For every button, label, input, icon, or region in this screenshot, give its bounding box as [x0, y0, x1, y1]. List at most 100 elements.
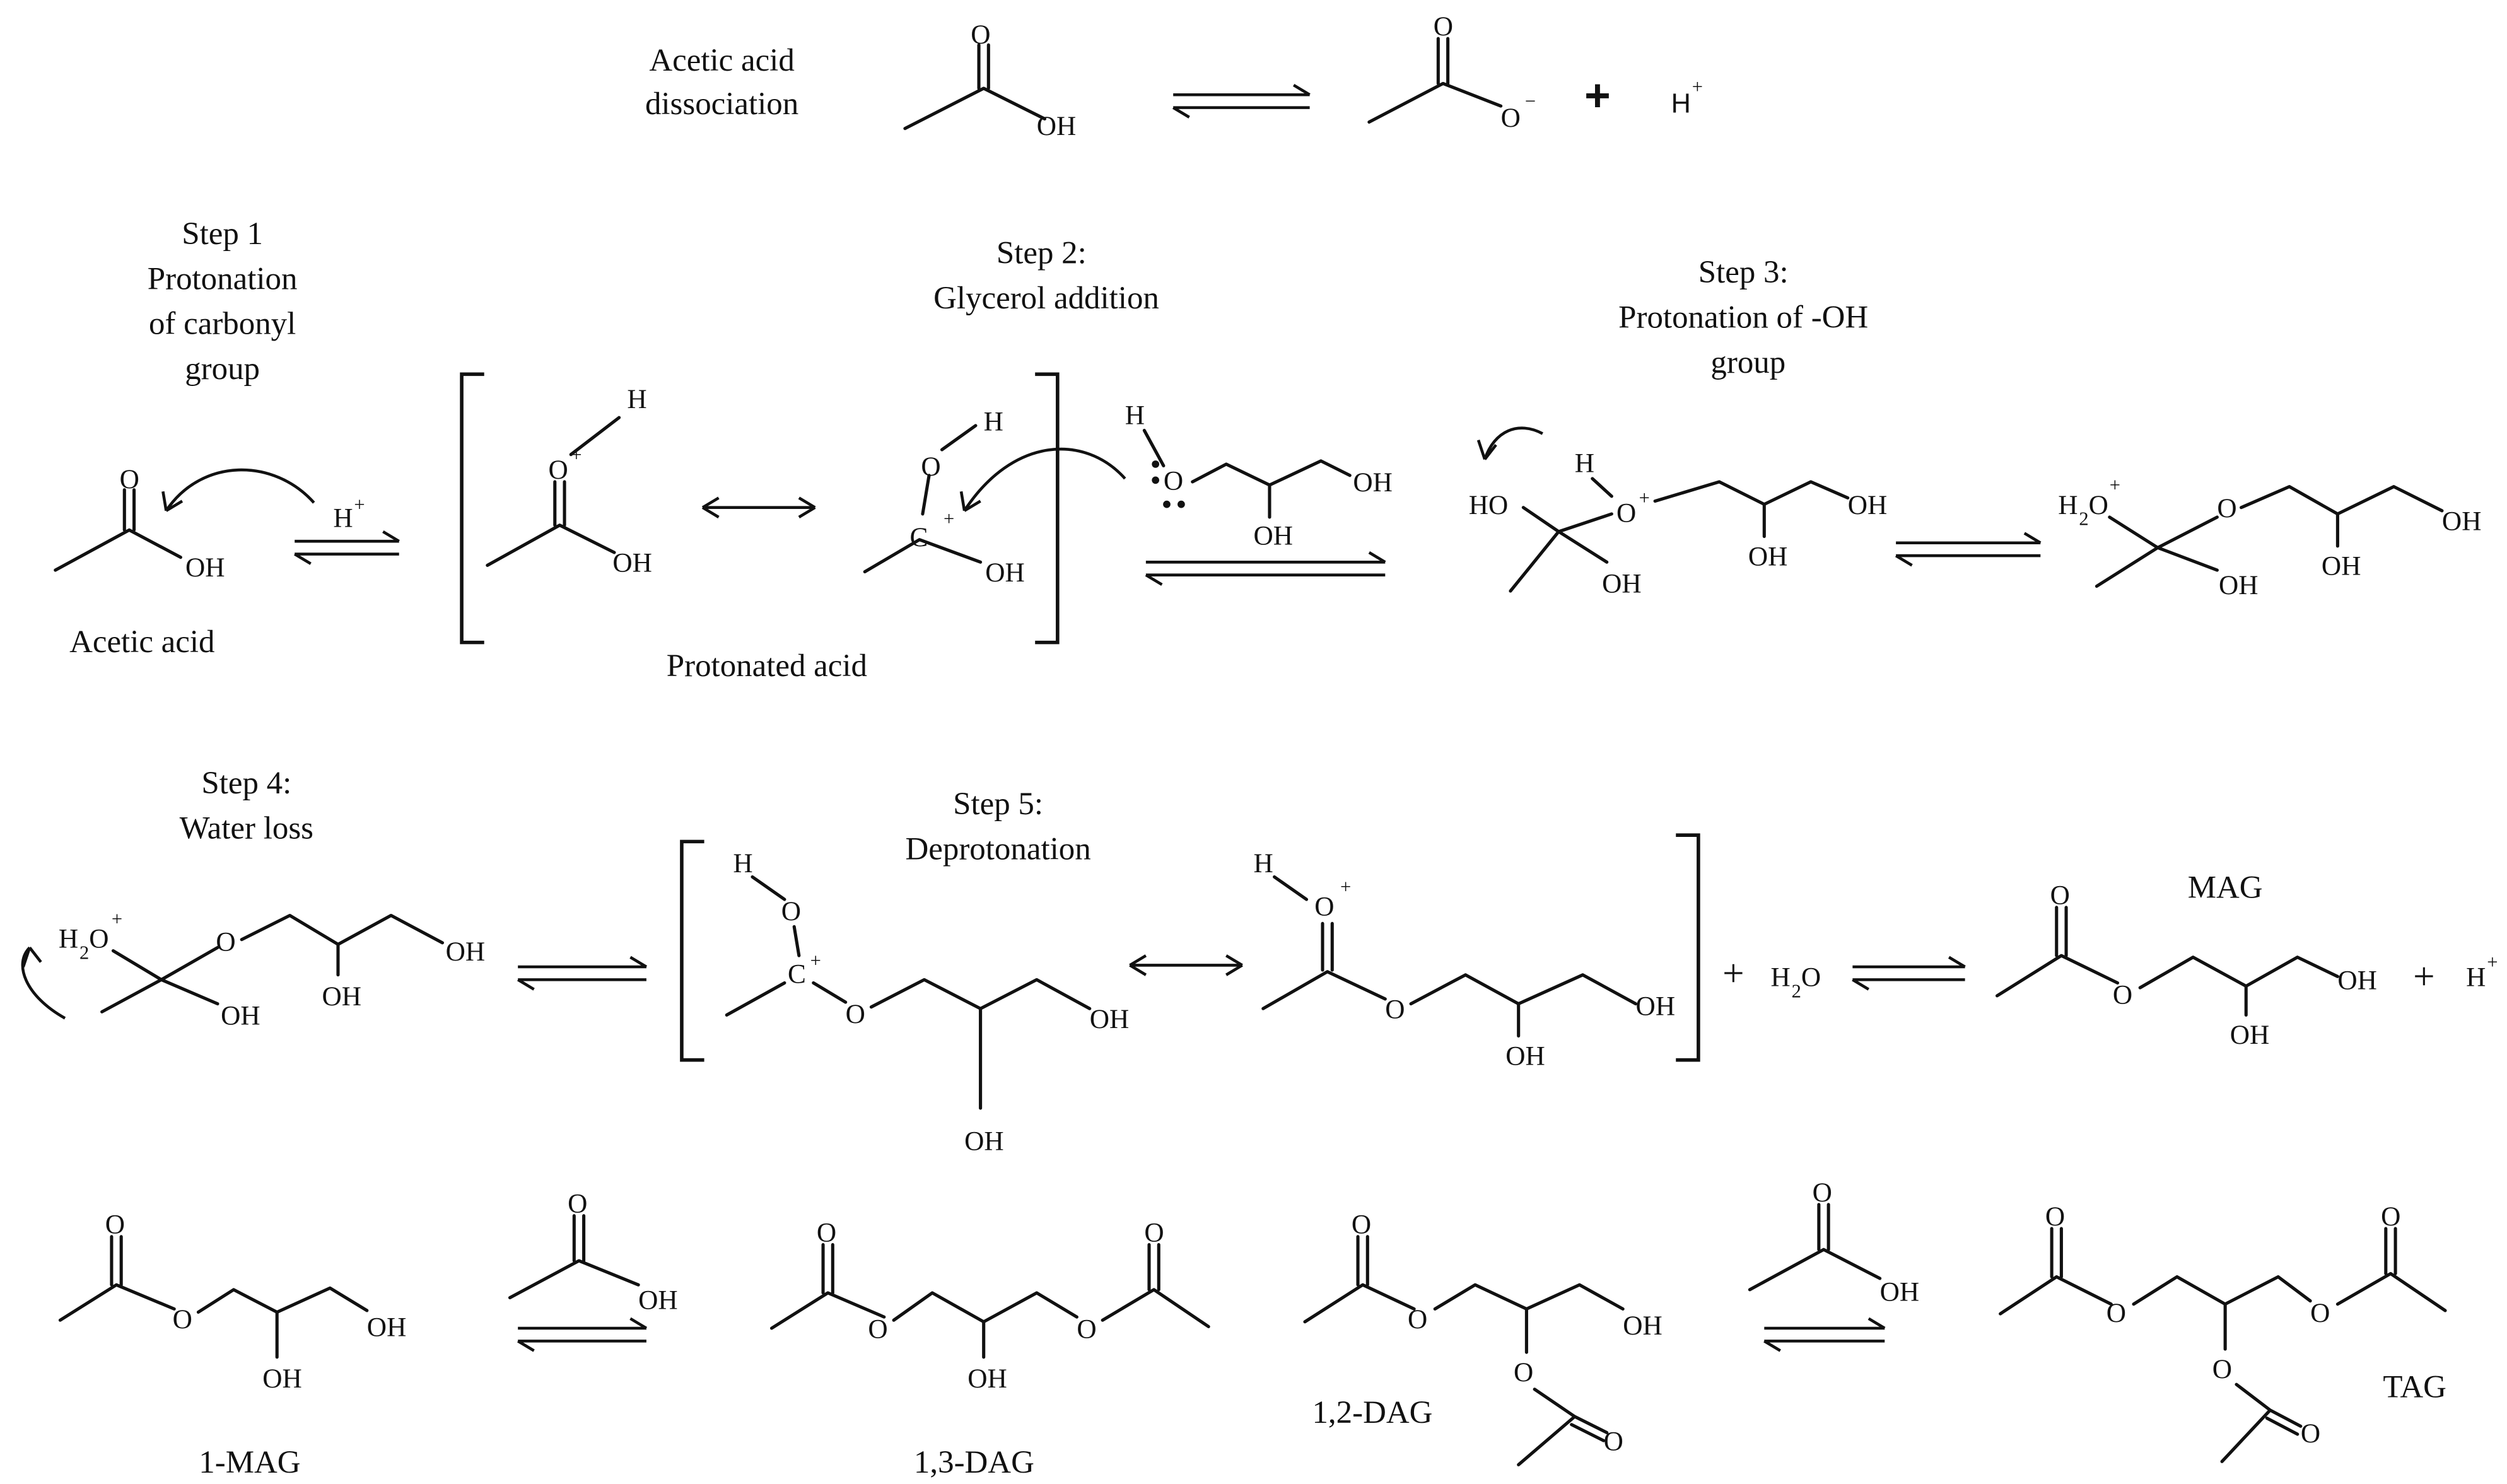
caption-step3: Step 3: Protonation of -OH group [1618, 255, 1868, 380]
atom-oh: OH [185, 552, 225, 583]
atom-oh: OH [1623, 1311, 1663, 1341]
tag-molecule: O O O O O O [1999, 1201, 2447, 1463]
bracket-right [1035, 372, 1060, 645]
charge-plus: + [112, 908, 122, 930]
atom-oh: OH [1748, 541, 1788, 571]
caption-line: Step 2: [996, 236, 1087, 271]
atom-h: H [333, 503, 353, 533]
atom-h: H [627, 384, 646, 414]
equilibrium-arrow [1763, 1317, 1886, 1352]
bracket-left [680, 839, 704, 1062]
equilibrium-arrow [1895, 532, 2042, 567]
equilibrium-arrow [1145, 551, 1386, 586]
caption-line: Deprotonation [906, 831, 1091, 867]
equilibrium-arrow [294, 530, 400, 565]
atom-h: H [59, 923, 78, 954]
equilibrium-arrow [1172, 84, 1311, 119]
caption-line: Glycerol addition [933, 281, 1159, 316]
resonance-arrow [1129, 954, 1243, 976]
atom-o: O [1385, 995, 1405, 1025]
atom-o: O [2050, 880, 2070, 911]
one-three-dag-molecule: O O OH O O [769, 1217, 1210, 1394]
atom-c: C [910, 522, 928, 552]
subscript-2: 2 [2079, 508, 2088, 530]
atom-oh: OH [964, 1126, 1004, 1156]
caption-step4: Step 4: Water loss [180, 766, 313, 846]
protonated-acid-resonance-2: O H C + OH [863, 406, 1126, 588]
label-mag: MAG [2188, 870, 2263, 906]
water-molecule: H 2 O [1770, 962, 1821, 1002]
caption-step1: Step 1 Protonation of carbonyl group [148, 216, 298, 387]
atom-oh: OH [2442, 506, 2482, 536]
atom-o: O [2089, 490, 2108, 520]
caption-step5: Step 5: Deprotonation [906, 786, 1091, 867]
equilibrium-arrow [517, 1317, 648, 1352]
atom-o: O [1501, 103, 1521, 133]
label-1-2-dag: 1,2-DAG [1312, 1395, 1432, 1430]
subscript-2: 2 [79, 942, 89, 963]
proton: H + [2466, 952, 2498, 993]
atom-oh: OH [1090, 1004, 1130, 1034]
atom-oh: OH [1505, 1041, 1545, 1071]
atom-oh: OH [1353, 467, 1393, 498]
charge-plus: + [2110, 474, 2120, 496]
atom-oh: OH [1037, 111, 1077, 141]
atom-oh: OH [1880, 1277, 1920, 1307]
atom-o: O [2381, 1201, 2400, 1232]
atom-o: O [1434, 11, 1453, 42]
atom-o: O [1408, 1304, 1427, 1335]
atom-c: C [788, 959, 806, 989]
caption-line: of carbonyl [149, 307, 296, 342]
atom-o: O [216, 927, 235, 957]
atom-h: H [1671, 88, 1691, 119]
charge-plus: + [1340, 876, 1351, 897]
atom-oh: OH [2322, 551, 2361, 581]
caption-line: dissociation [645, 86, 798, 122]
atom-o: O [120, 464, 139, 494]
water-loss-intermediate: H 2 O + O OH OH OH [21, 908, 485, 1031]
atom-o: O [1352, 1210, 1371, 1240]
atom-o: O [1604, 1427, 1623, 1457]
atom-h: H [733, 848, 752, 879]
caption-acetic-acid-dissociation: Acetic acid dissociation [645, 43, 798, 122]
resonance-arrow [701, 496, 816, 518]
atom-o: O [2217, 493, 2236, 523]
atom-oh: OH [1848, 490, 1888, 520]
atom-h: H [1254, 848, 1273, 879]
atom-oh: OH [262, 1364, 302, 1394]
atom-h: H [1125, 400, 1145, 430]
atom-oh: OH [967, 1364, 1007, 1394]
proton: H + [1671, 76, 1703, 119]
atom-oh: OH [2219, 570, 2259, 600]
caption-step2: Step 2: Glycerol addition [933, 236, 1159, 316]
atom-o: O [1801, 962, 1821, 993]
oxonium-intermediate: H 2 O + O OH OH OH [2058, 474, 2481, 600]
atom-oh: OH [985, 558, 1025, 588]
atom-o: O [1144, 1217, 1164, 1247]
acetic-acid-molecule: O OH [903, 20, 1077, 141]
charge-plus: + [354, 494, 365, 515]
atom-o: O [971, 20, 990, 50]
label-1-3-dag: 1,3-DAG [914, 1445, 1034, 1480]
charge-plus: + [1639, 488, 1650, 509]
protonated-acid-resonance-1: O + H OH [486, 384, 652, 578]
atom-oh: OH [1254, 520, 1294, 551]
atom-o: O [2301, 1418, 2320, 1449]
caption-line: Water loss [180, 810, 313, 846]
acetate-molecule: O O − [1367, 11, 1536, 133]
atom-o: O [1813, 1177, 1832, 1208]
one-two-dag-molecule: O O OH O O [1303, 1210, 1663, 1466]
bracket-right [1676, 833, 1700, 1062]
atom-o: O [1164, 466, 1183, 496]
atom-o: O [846, 999, 865, 1029]
caption-line: group [1710, 345, 1785, 380]
deprotonation-resonance-2: H O + O OH OH [1254, 848, 1676, 1072]
deprotonation-resonance-1: H O C + O OH OH [725, 848, 1130, 1156]
atom-h: H [2466, 962, 2486, 993]
plus-sign: + [1722, 953, 1744, 995]
charge-minus: − [1525, 91, 1536, 112]
caption-line: Protonation of -OH [1618, 300, 1868, 335]
charge-plus: + [1692, 76, 1703, 98]
atom-o: O [1077, 1314, 1096, 1344]
